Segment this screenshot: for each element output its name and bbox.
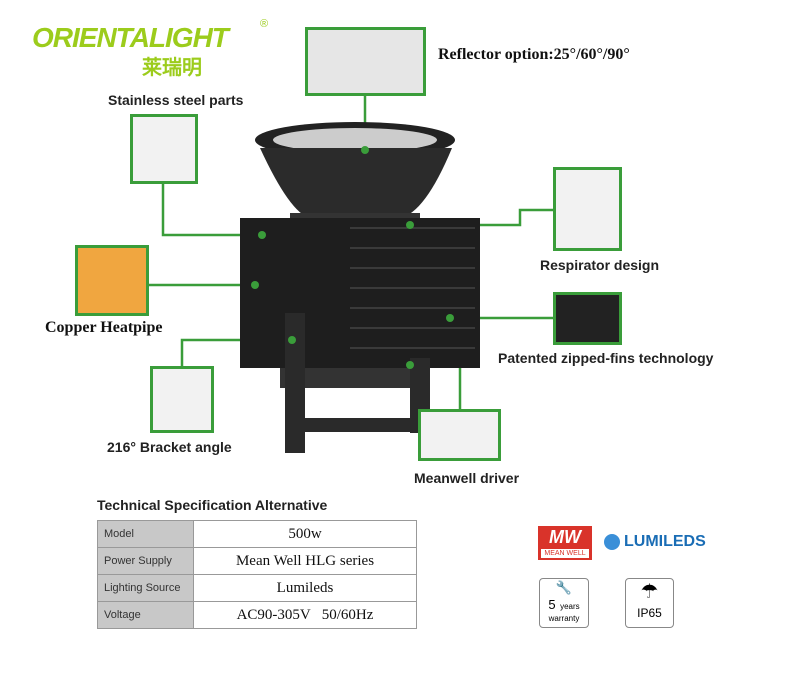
lumileds-logo: LUMILEDS: [604, 533, 706, 551]
lumileds-text: LUMILEDS: [624, 533, 706, 550]
ip-rating: IP65: [637, 606, 662, 620]
warranty-badge: 🔧 5 years warranty: [539, 578, 589, 628]
stainless-label: Stainless steel parts: [108, 92, 244, 108]
warranty-years: years: [560, 602, 580, 611]
reflector-label: Reflector option:25°/60°/90°: [438, 46, 630, 63]
spec-value: 500w: [193, 520, 417, 548]
respirator-image: [553, 167, 622, 251]
brand-logo: ORIENTALIGHT 莱瑞明 ®: [32, 18, 272, 82]
warranty-num: 5: [548, 597, 556, 612]
meanwell-mark: MW: [549, 527, 581, 547]
meanwell-logo: MW MEAN WELL: [538, 526, 592, 560]
heatpipe-image: [75, 245, 149, 316]
spec-value: Lumileds: [193, 574, 417, 602]
wrench-icon: 🔧: [555, 580, 573, 595]
spec-title: Technical Specification Alternative: [97, 497, 328, 513]
driver-label: Meanwell driver: [414, 470, 520, 486]
lumileds-globe-icon: [604, 534, 620, 550]
bracket-label: 216° Bracket angle: [107, 439, 232, 455]
spec-value: AC90-305V 50/60Hz: [193, 601, 417, 629]
umbrella-icon: ☂: [640, 581, 659, 603]
ip65-badge: ☂ IP65: [625, 578, 674, 628]
spec-key: Voltage: [97, 601, 194, 629]
spec-value: Mean Well HLG series: [193, 547, 417, 575]
fins-label: Patented zipped-fins technology: [498, 350, 714, 366]
registered-mark: ®: [260, 18, 269, 30]
spec-key: Lighting Source: [97, 574, 194, 602]
reflector-image: [305, 27, 426, 96]
meanwell-text: MEAN WELL: [541, 549, 589, 558]
bracket-image: [150, 366, 214, 433]
spec-key: Power Supply: [97, 547, 194, 575]
fins-image: [553, 292, 622, 345]
brand-chinese: 莱瑞明: [142, 57, 202, 79]
respirator-label: Respirator design: [540, 257, 660, 273]
brand-name: ORIENTALIGHT: [32, 22, 229, 53]
stainless-image: [130, 114, 198, 184]
spec-key: Model: [97, 520, 194, 548]
warranty-word: warranty: [548, 614, 580, 623]
driver-image: [418, 409, 501, 461]
heatpipe-label: Copper Heatpipe: [45, 319, 163, 336]
floodlight-illustration: [240, 122, 480, 453]
